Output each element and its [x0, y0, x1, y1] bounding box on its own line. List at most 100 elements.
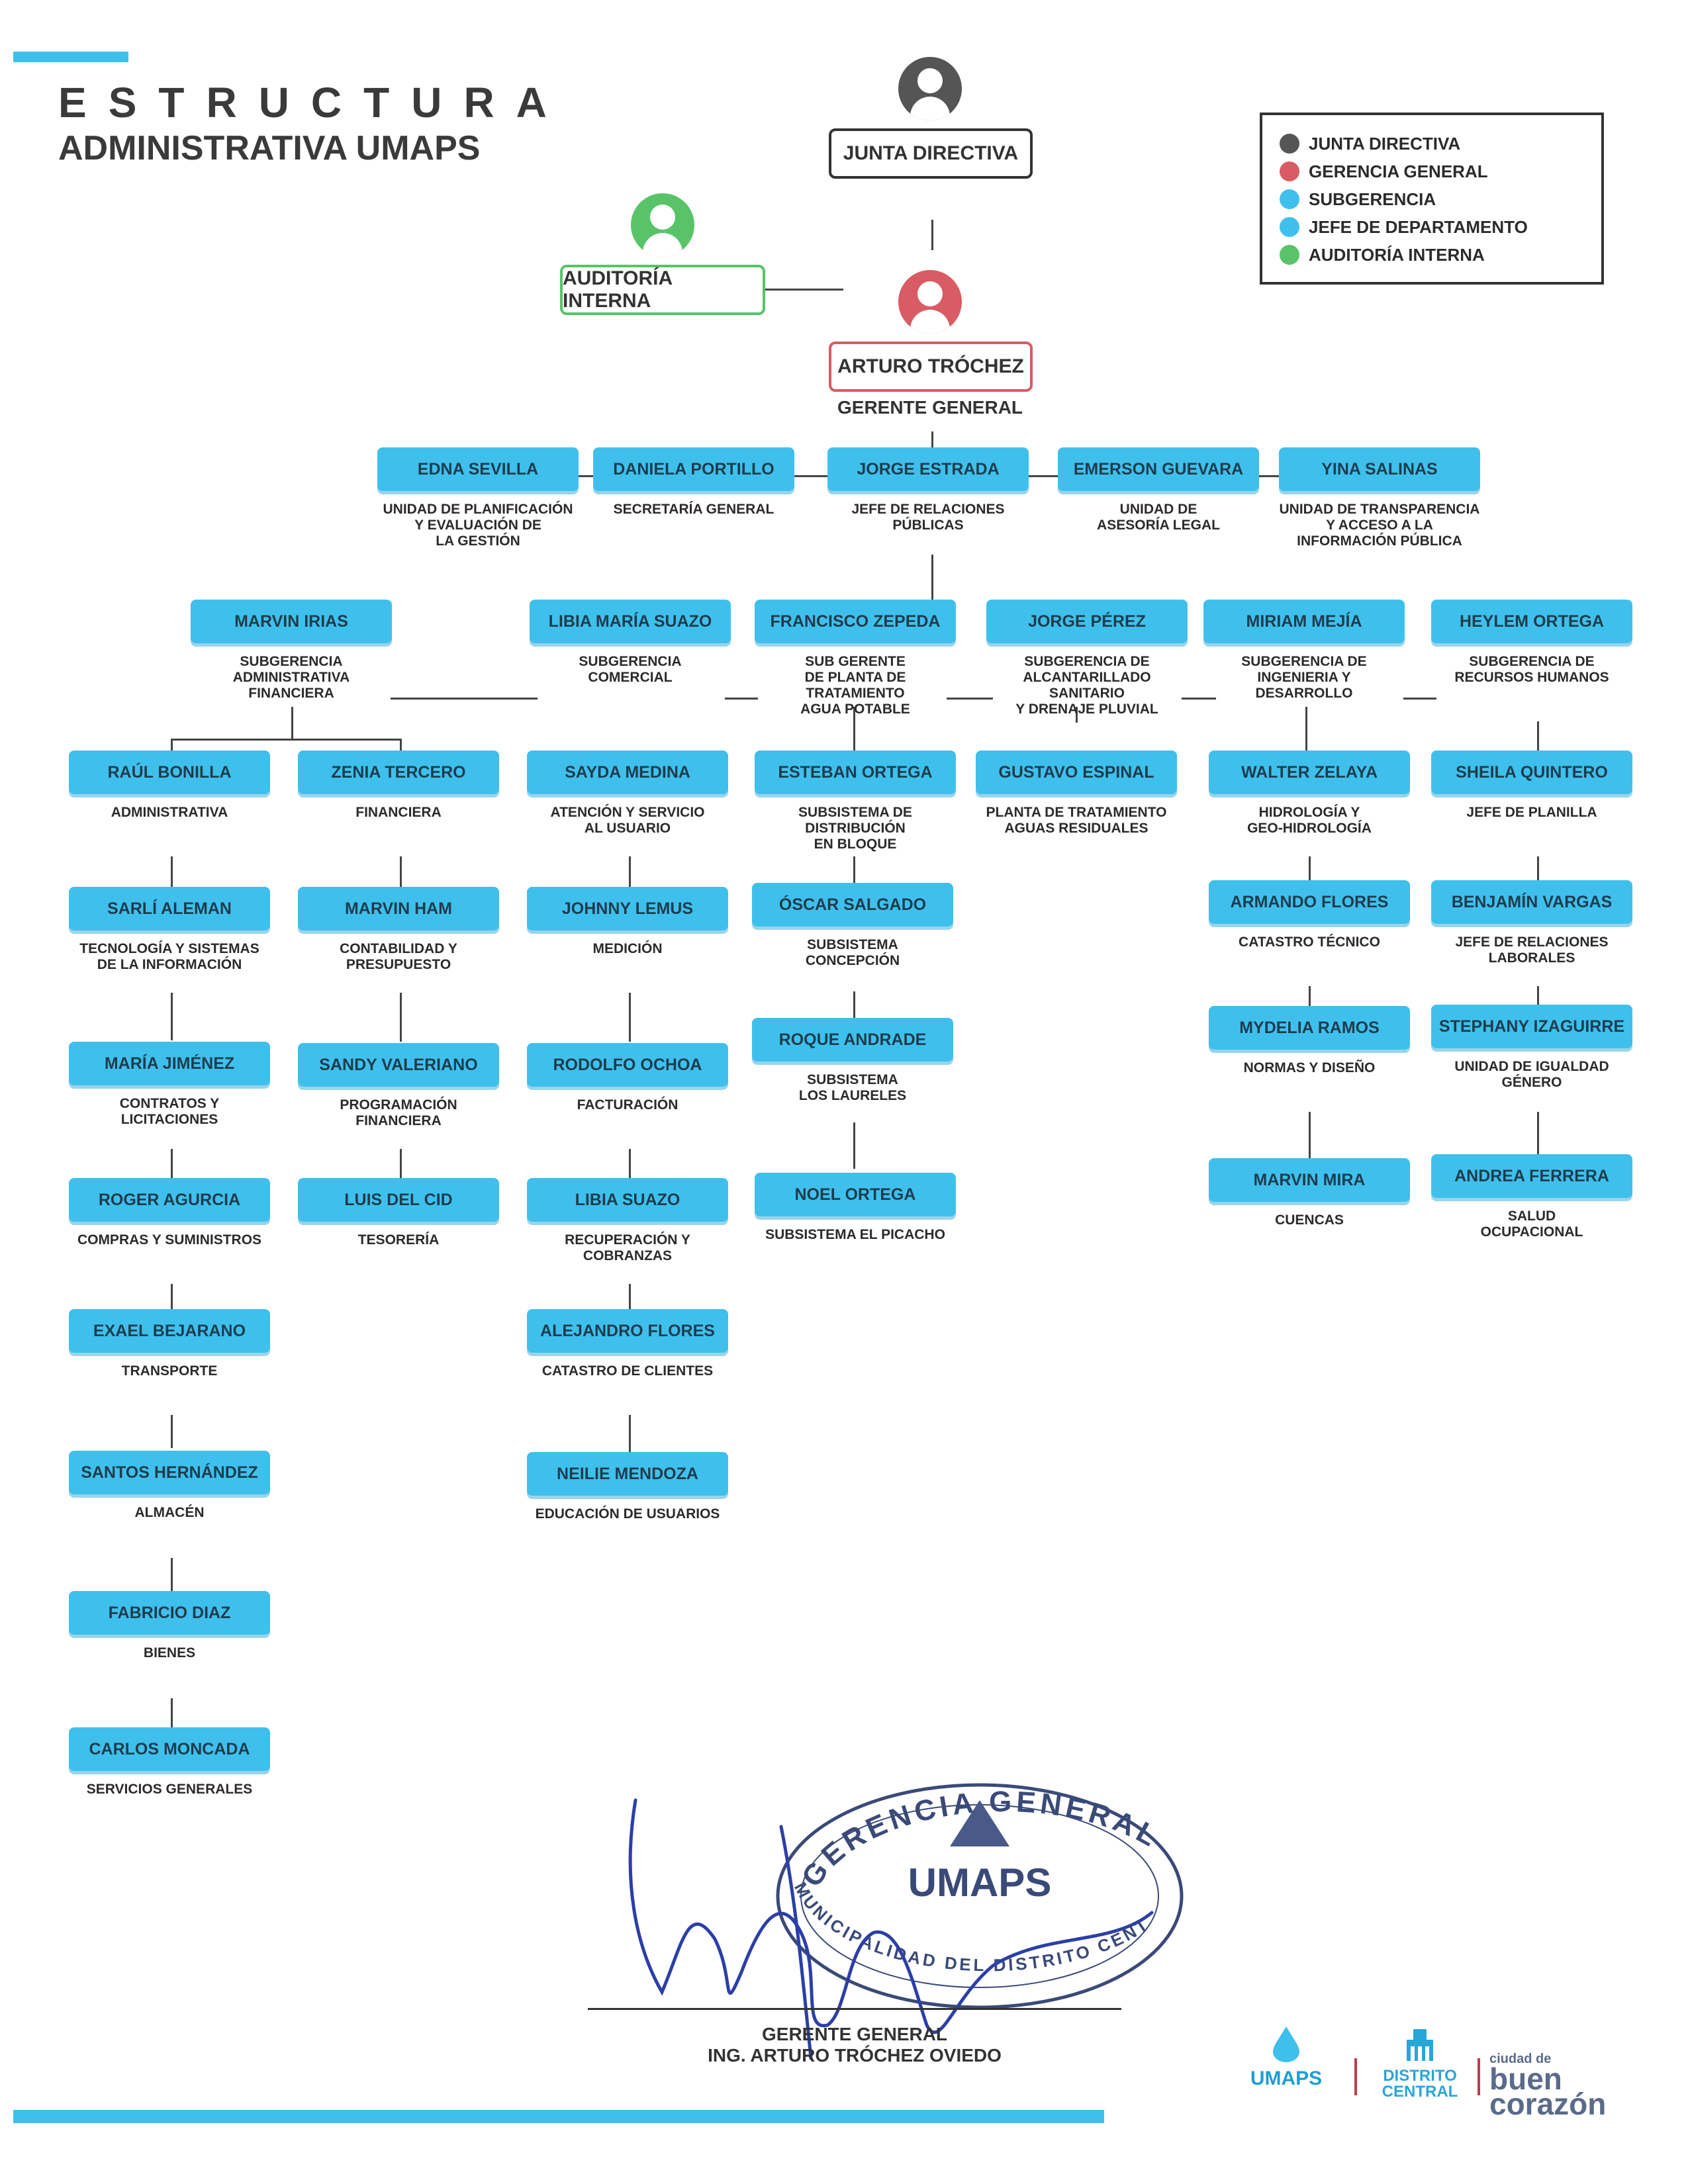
node-role: COMPRAS Y SUMINISTROS	[77, 1232, 262, 1248]
node-name: LIBIA SUAZO	[527, 1178, 728, 1222]
node-name: JORGE PÉREZ	[986, 600, 1188, 643]
connector-line	[931, 555, 933, 601]
node-name: ROGER AGURCIA	[69, 1178, 270, 1222]
node-name: ROQUE ANDRADE	[752, 1018, 953, 1062]
node-name: EDNA SEVILLA	[377, 447, 579, 491]
node-name: YINA SALINAS	[1279, 447, 1480, 491]
connector-line	[931, 432, 933, 449]
node-name: MARVIN HAM	[298, 887, 499, 931]
connector-line	[391, 698, 538, 700]
dot-icon	[1280, 245, 1299, 265]
connector-line	[629, 1149, 631, 1178]
signature-stroke	[779, 1825, 813, 2060]
node-name: JOHNNY LEMUS	[527, 887, 728, 931]
bc-small-text: ciudad de	[1489, 2052, 1552, 2066]
legend-label: AUDITORÍA INTERNA	[1309, 244, 1485, 265]
node-name: STEPHANY IZAGUIRRE	[1431, 1005, 1632, 1048]
node-name: SANTOS HERNÁNDEZ	[69, 1451, 270, 1494]
legend-label: SUBGERENCIA	[1309, 189, 1436, 209]
connector-line	[853, 991, 855, 1018]
signature-line	[588, 2008, 1121, 2010]
legend: JUNTA DIRECTIVA GERENCIA GENERAL SUBGERE…	[1260, 113, 1604, 285]
page-title-line2: ADMINISTRATIVA UMAPS	[58, 129, 481, 167]
node-name: ESTEBAN ORTEGA	[755, 751, 956, 794]
node-role: UNIDAD DE IGUALDAD GÉNERO	[1454, 1059, 1609, 1090]
node-role: SUBSISTEMA LOS LAURELES	[798, 1072, 907, 1103]
node-role: ATENCIÓN Y SERVICIO AL USUARIO	[550, 805, 705, 836]
legend-label: JEFE DE DEPARTAMENTO	[1309, 216, 1528, 237]
node-role: JEFE DE RELACIONES PÚBLICAS	[851, 502, 1005, 533]
connector-line	[291, 707, 293, 739]
central-text: CENTRAL	[1382, 2083, 1458, 2101]
node-role: UNIDAD DE PLANIFICACIÓN Y EVALUACIÓN DE …	[383, 502, 573, 549]
node-name: MYDELIA RAMOS	[1209, 1006, 1410, 1050]
node-name: ALEJANDRO FLORES	[527, 1309, 728, 1353]
node-role: EDUCACIÓN DE USUARIOS	[535, 1506, 720, 1522]
node-department: LUIS DEL CID TESORERÍA	[298, 1178, 499, 1248]
node-name: LUIS DEL CID	[298, 1178, 499, 1222]
node-role: TECNOLOGÍA Y SISTEMAS DE LA INFORMACIÓN	[79, 941, 259, 972]
connector-line	[1537, 986, 1539, 1005]
node-name: ANDREA FERRERA	[1431, 1154, 1632, 1198]
connector-line	[1537, 721, 1539, 753]
node-role: SUBGERENCIA DE RECURSOS HUMANOS	[1454, 654, 1609, 685]
node-role: SECRETARÍA GENERAL	[613, 502, 774, 517]
connector-line	[400, 739, 402, 753]
node-role: RECUPERACIÓN Y COBRANZAS	[565, 1232, 690, 1263]
connector-line	[853, 856, 855, 884]
node-role: FINANCIERA	[355, 805, 442, 820]
node-role: SALUD OCUPACIONAL	[1480, 1208, 1583, 1240]
node-name: EXAEL BEJARANO	[69, 1309, 270, 1353]
node-role: CONTRATOS Y LICITACIONES	[119, 1096, 220, 1127]
connector-line	[400, 993, 402, 1042]
legend-item-gerencia: GERENCIA GENERAL	[1280, 158, 1601, 185]
connector-line	[1309, 986, 1311, 1006]
stamp-center-text: UMAPS	[908, 1860, 1052, 1905]
junta-directiva-box: JUNTA DIRECTIVA	[829, 128, 1033, 179]
connector-line	[1537, 856, 1539, 880]
node-role: SUB GERENTE DE PLANTA DE TRATAMIENTO AGU…	[800, 654, 910, 717]
node-role: SUBGERENCIA DE INGENIERIA Y DESARROLLO	[1241, 654, 1367, 701]
node-role: SUBSISTEMA CONCEPCIÓN	[805, 937, 900, 968]
connector-line	[629, 1415, 631, 1452]
node-name: NEILIE MENDOZA	[527, 1452, 728, 1496]
legend-item-jefe: JEFE DE DEPARTAMENTO	[1280, 213, 1601, 241]
connector-line	[1305, 707, 1307, 753]
dot-icon	[1280, 134, 1299, 154]
node-department: ROQUE ANDRADE SUBSISTEMA LOS LAURELES	[752, 1018, 953, 1104]
node-role: SUBSISTEMA EL PICACHO	[765, 1227, 945, 1242]
node-role: PROGRAMACIÓN FINANCIERA	[340, 1097, 457, 1128]
node-name: WALTER ZELAYA	[1209, 751, 1410, 794]
node-role: TRANSPORTE	[121, 1363, 218, 1379]
connector-line	[1537, 1112, 1539, 1154]
node-role: JEFE DE RELACIONES LABORALES	[1455, 934, 1609, 966]
connector-line	[171, 1149, 173, 1178]
node-name: MARVIN MIRA	[1209, 1158, 1410, 1202]
signature-title: GERENTE GENERAL	[761, 2024, 948, 2044]
connector-line	[171, 1415, 173, 1448]
node-department: ROGER AGURCIA COMPRAS Y SUMINISTROS	[69, 1178, 270, 1248]
node-name: BENJAMÍN VARGAS	[1431, 880, 1632, 924]
connector-line	[171, 739, 401, 741]
connector-line	[1309, 856, 1311, 880]
connector-line	[1309, 1112, 1311, 1158]
logo-separator	[1477, 2058, 1480, 2095]
bc-line2: corazón	[1489, 2087, 1607, 2121]
node-role: SERVICIOS GENERALES	[86, 1782, 253, 1797]
connector-line	[171, 856, 173, 887]
node-role: TESORERÍA	[357, 1232, 440, 1248]
